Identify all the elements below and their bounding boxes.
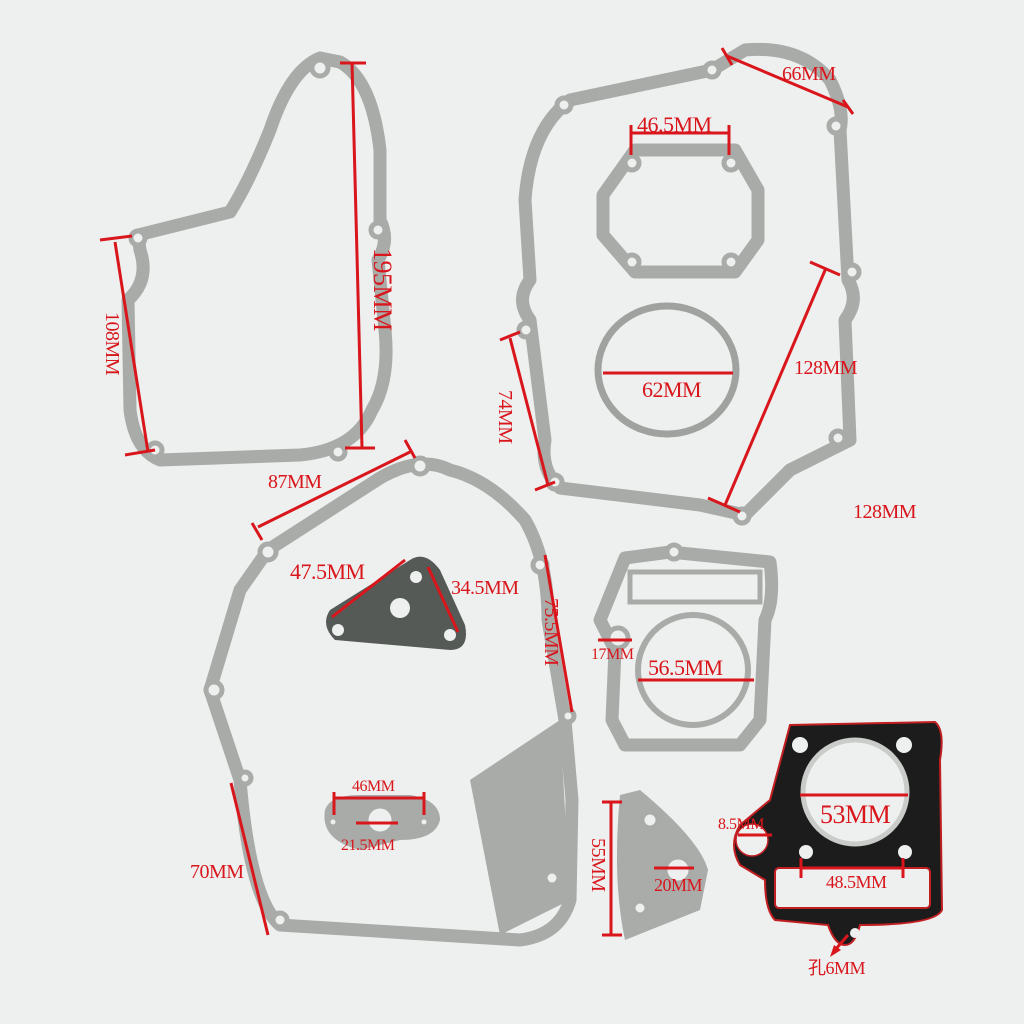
dim-label-34-5mm: 34.5MM — [451, 577, 519, 599]
dim-label-75-5mm: 75.5MM — [540, 598, 562, 666]
dim-label-62mm: 62MM — [642, 377, 702, 402]
dim-label-87mm: 87MM — [268, 471, 322, 493]
cam-chain-tensioner-gasket — [616, 790, 708, 940]
round-o-ring-gasket — [594, 302, 740, 438]
dim-label-56-5mm: 56.5MM — [648, 655, 723, 680]
cylinder-head-gasket — [733, 720, 944, 947]
dim-label-8-5mm: 8.5MM — [718, 816, 764, 833]
right-crankcase-cover-gasket — [516, 42, 862, 526]
cylinder-head-cover-gasket — [596, 143, 765, 279]
dim-label-17mm: 17MM — [591, 646, 634, 663]
dim-label-48-5mm: 48.5MM — [826, 872, 887, 892]
dim-label-21-5mm: 21.5MM — [341, 837, 395, 854]
dim-label-53mm: 53MM — [820, 800, 891, 829]
dim-label-20mm: 20MM — [654, 875, 703, 895]
oil-pump-gasket — [326, 556, 466, 650]
dim-label-55mm: 55MM — [587, 838, 609, 892]
dim-label-195mm: 195MM — [368, 248, 397, 331]
dim-label-108mm: 108MM — [101, 312, 123, 376]
dim-label-46-5mm: 46.5MM — [637, 112, 712, 137]
cylinder-base-gasket — [593, 542, 779, 752]
dim-label-128mm-b: 128MM — [853, 501, 917, 523]
dim-label-70mm: 70MM — [190, 861, 244, 883]
crankcase-gasket — [203, 455, 579, 947]
dim-label-66mm: 66MM — [782, 63, 836, 85]
dim-label-47-5mm: 47.5MM — [290, 559, 365, 584]
dimension-lines — [99, 47, 908, 957]
dim-label-hole-6mm: 孔6MM — [808, 958, 866, 978]
dim-label-46mm: 46MM — [352, 778, 395, 795]
dim-label-74mm: 74MM — [494, 390, 516, 444]
left-side-cover-gasket — [121, 51, 393, 467]
dim-label-128mm-a: 128MM — [794, 357, 858, 379]
